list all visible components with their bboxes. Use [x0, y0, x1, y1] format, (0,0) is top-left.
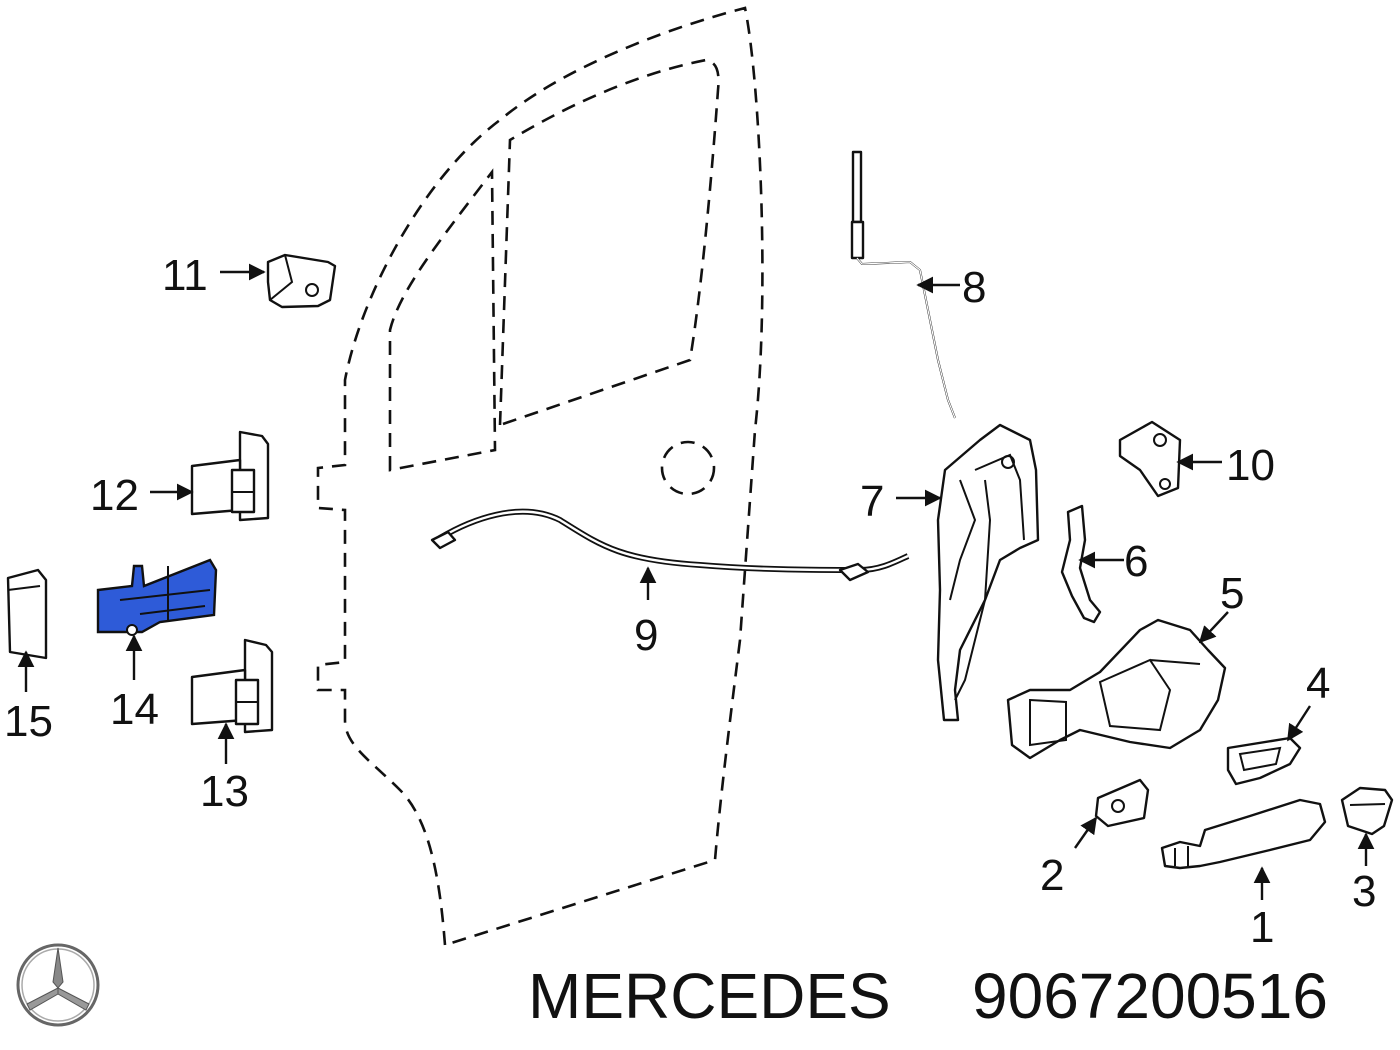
- callout-9: 9: [634, 611, 658, 660]
- part-1-outer-door-handle: [1160, 798, 1327, 870]
- brand-name: MERCEDES: [528, 960, 891, 1032]
- callout-8: 8: [962, 263, 986, 312]
- part-3-end-cap: [1340, 786, 1394, 836]
- callout-4: 4: [1306, 659, 1330, 708]
- callout-6: 6: [1124, 537, 1148, 586]
- callout-11: 11: [162, 251, 208, 300]
- callout-1: 1: [1250, 903, 1274, 952]
- part-13-door-hinge: [190, 638, 274, 734]
- callout-arrows: [17, 263, 1375, 900]
- callout-3: 3: [1352, 867, 1376, 916]
- part-9-release-cable: [430, 508, 910, 582]
- callout-12: 12: [90, 471, 139, 520]
- part-7-door-lock: [936, 423, 1040, 722]
- callout-13: 13: [200, 767, 249, 816]
- part-11-hinge-bracket: [266, 253, 337, 309]
- callout-5: 5: [1220, 569, 1244, 618]
- part-number: 9067200516: [972, 960, 1328, 1032]
- part-15-cover: [6, 568, 48, 660]
- part-4-handle-insert: [1226, 736, 1302, 786]
- part-8-lock-rod: [850, 150, 956, 419]
- part-5-handle-carrier: [1006, 618, 1227, 760]
- callout-15: 15: [4, 697, 53, 746]
- part-2-gasket: [1094, 778, 1150, 828]
- callout-7: 7: [860, 477, 884, 526]
- mercedes-star-logo: [16, 943, 100, 1027]
- callout-2: 2: [1040, 851, 1064, 900]
- callout-labels: 1 2 3 4 5 6 7 8 9 10 11 12 13 14 15: [4, 251, 1376, 952]
- door-outline: [316, 6, 764, 947]
- part-12-door-hinge: [190, 430, 270, 522]
- part-6-seal: [1060, 504, 1102, 624]
- part-14-door-check-strap: [96, 558, 218, 636]
- part-10-door-striker: [1118, 420, 1182, 498]
- callout-14: 14: [110, 685, 159, 734]
- callout-10: 10: [1226, 441, 1275, 490]
